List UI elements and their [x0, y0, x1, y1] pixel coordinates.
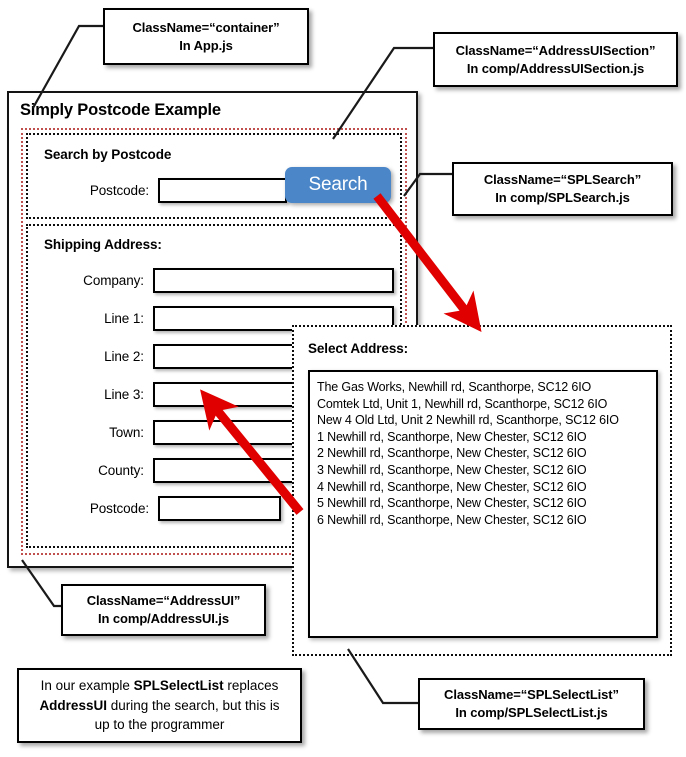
callout-spl-search: ClassName=“SPLSearch” In comp/SPLSearch.… — [452, 162, 673, 216]
field-label-county: County: — [98, 463, 144, 478]
callout-container: ClassName=“container” In App.js — [103, 8, 309, 65]
field-input-postcode[interactable] — [158, 496, 281, 521]
callout-address-ui-section-line2: In comp/AddressUISection.js — [466, 60, 645, 76]
spl-select-list-panel: Select Address: The Gas Works, Newhill r… — [292, 325, 672, 656]
note-bold-spl-select-list: SPLSelectList — [133, 678, 224, 694]
list-item[interactable]: 4 Newhill rd, Scanthorpe, New Chester, S… — [317, 479, 587, 494]
list-item[interactable]: Comtek Ltd, Unit 1, Newhill rd, Scanthor… — [317, 396, 608, 411]
spl-search-panel: Search by Postcode Postcode: — [26, 133, 402, 219]
shipping-section-heading: Shipping Address: — [44, 237, 162, 252]
callout-spl-select-list-line1: ClassName=“SPLSelectList” — [444, 687, 619, 703]
field-label-company: Company: — [83, 273, 144, 288]
explanatory-note: In our example SPLSelectList replaces Ad… — [17, 668, 302, 743]
callout-container-line1: ClassName=“container” — [132, 19, 280, 35]
address-ui-section: Search by Postcode Postcode: Shipping Ad… — [21, 128, 407, 555]
postcode-search-row: Postcode: — [44, 178, 384, 203]
postcode-search-input[interactable] — [158, 178, 287, 203]
callout-address-ui-section: ClassName=“AddressUISection” In comp/Add… — [433, 32, 678, 87]
callout-spl-search-line1: ClassName=“SPLSearch” — [483, 172, 642, 188]
callout-address-ui: ClassName=“AddressUI” In comp/AddressUI.… — [61, 584, 266, 636]
note-bold-address-ui: AddressUI — [39, 697, 107, 713]
search-button[interactable]: Search — [285, 167, 391, 203]
field-label-line1: Line 1: — [104, 311, 144, 326]
leader-line-spl-select-list — [347, 648, 418, 705]
list-item[interactable]: 6 Newhill rd, Scanthorpe, New Chester, S… — [317, 512, 587, 527]
field-row-company: Company: — [44, 268, 394, 293]
explanatory-note-text: In our example SPLSelectList replaces Ad… — [31, 676, 288, 735]
search-section-heading: Search by Postcode — [44, 147, 172, 162]
callout-spl-search-line2: In comp/SPLSearch.js — [495, 190, 630, 205]
list-item[interactable]: 5 Newhill rd, Scanthorpe, New Chester, S… — [317, 496, 587, 511]
callout-container-line2: In App.js — [179, 37, 233, 53]
select-address-heading: Select Address: — [308, 341, 409, 356]
list-item[interactable]: 1 Newhill rd, Scanthorpe, New Chester, S… — [317, 429, 587, 444]
address-listbox[interactable]: The Gas Works, Newhill rd, Scanthorpe, S… — [308, 370, 658, 638]
list-item[interactable]: The Gas Works, Newhill rd, Scanthorpe, S… — [317, 380, 592, 394]
note-middle: replaces — [223, 678, 279, 694]
field-label-line3: Line 3: — [104, 387, 144, 402]
field-input-company[interactable] — [152, 268, 394, 293]
list-item[interactable]: 3 Newhill rd, Scanthorpe, New Chester, S… — [317, 462, 587, 477]
callout-spl-select-list-line2: In comp/SPLSelectList.js — [455, 705, 608, 720]
field-label-line2: Line 2: — [104, 349, 144, 364]
callout-address-ui-line2: In comp/AddressUI.js — [98, 611, 229, 626]
list-item[interactable]: New 4 Old Ltd, Unit 2 Newhill rd, Scanth… — [317, 413, 619, 428]
field-label-town: Town: — [109, 425, 144, 440]
field-label-postcode: Postcode: — [89, 501, 149, 516]
page-title: Simply Postcode Example — [20, 101, 221, 119]
note-prefix: In our example — [40, 678, 134, 694]
callout-address-ui-line1: ClassName=“AddressUI” — [86, 593, 241, 609]
note-suffix: during the search, but this is up to the… — [94, 697, 280, 733]
callout-address-ui-section-line1: ClassName=“AddressUISection” — [455, 42, 656, 58]
list-item[interactable]: 2 Newhill rd, Scanthorpe, New Chester, S… — [317, 446, 587, 461]
postcode-search-label: Postcode: — [89, 183, 149, 198]
callout-spl-select-list: ClassName=“SPLSelectList” In comp/SPLSel… — [418, 678, 645, 730]
app-container: Simply Postcode Example Search by Postco… — [7, 91, 418, 568]
